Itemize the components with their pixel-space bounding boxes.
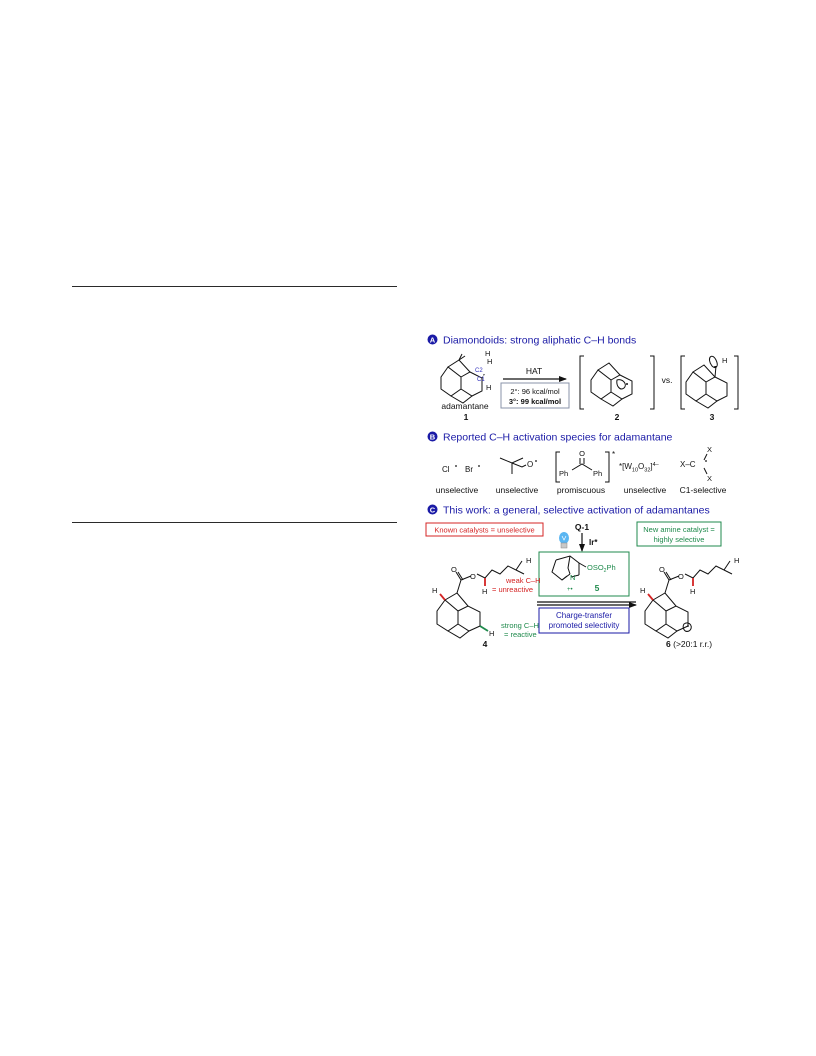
- chlorine-radical-dot: [455, 465, 457, 467]
- iridium-label: Ir*: [589, 538, 598, 547]
- catalyst-sulfonate-group: OSO2Ph: [587, 563, 616, 574]
- svg-text:C: C: [430, 505, 436, 514]
- benzophenone-excited-star: *: [612, 450, 615, 459]
- product-radical-dot: [687, 625, 689, 627]
- versus-label: vs.: [662, 375, 673, 385]
- adamantane-h-low: H: [486, 383, 491, 392]
- known-catalysts-label: Known catalysts = unselective: [434, 526, 534, 535]
- top-rule: [72, 286, 397, 287]
- adamantane-h-mid: H: [487, 357, 492, 366]
- panel-a-title: Diamondoids: strong aliphatic C–H bonds: [443, 335, 636, 347]
- weak-ch-line2: = unreactive: [492, 585, 533, 594]
- species-label-benzophenone: promiscuous: [557, 485, 605, 495]
- bde-tertiary: 3°: 99 kcal/mol: [509, 397, 561, 406]
- product-number-3: 3: [710, 412, 715, 422]
- hat-label: HAT: [526, 366, 542, 376]
- product-ester-oxygen: O: [678, 572, 684, 581]
- label-c1: C1: [477, 377, 485, 383]
- charge-transfer-line2: promoted selectivity: [549, 621, 620, 630]
- light-bulb-icon: [559, 532, 569, 549]
- product-h-side: H: [690, 587, 695, 596]
- panel-c: C This work: a general, selective activa…: [425, 504, 739, 649]
- trihalomethyl-radical-dot: [705, 460, 707, 462]
- substrate-h-side: H: [482, 587, 487, 596]
- catalyst-number-5: 5: [595, 583, 600, 593]
- middle-rule: [72, 522, 397, 523]
- panel-b: B Reported C–H activation species for ad…: [427, 431, 727, 495]
- catalyst-nitrogen: N: [570, 573, 575, 582]
- product-number-2: 2: [615, 412, 620, 422]
- substrate-ester-oxygen: O: [470, 572, 476, 581]
- svg-text:*[W10O32]4–: *[W10O32]4–: [619, 462, 660, 474]
- chlorine-radical: Cl: [442, 465, 450, 474]
- product-6-structure: [644, 560, 733, 639]
- product-carbonyl-oxygen: O: [659, 565, 665, 574]
- catalyst-radical-cation: +•: [567, 587, 573, 593]
- species-label-halogen: unselective: [436, 485, 479, 495]
- bde-secondary: 2°: 96 kcal/mol: [510, 387, 560, 396]
- panel-b-title: Reported C–H activation species for adam…: [443, 432, 673, 444]
- decatungstate-formula: *[W10O32]4–: [619, 462, 660, 474]
- new-catalyst-line1: New amine catalyst =: [643, 525, 715, 534]
- substrate-carbonyl-oxygen: O: [451, 565, 457, 574]
- tert-butoxy-structure: [499, 457, 527, 474]
- new-catalyst-box: [636, 521, 722, 547]
- benzophenone-oxygen: O: [579, 449, 585, 458]
- radical-dot-3: [714, 366, 716, 368]
- trihalomethyl-left: X–C: [680, 460, 696, 469]
- radical-3-h: H: [722, 356, 727, 365]
- known-catalysts-box: [425, 522, 544, 537]
- bromine-radical-dot: [478, 465, 480, 467]
- panel-b-badge: B: [427, 431, 438, 442]
- quinuclidine-label: Q-1: [575, 522, 589, 532]
- substrate-4-structure: [436, 560, 525, 639]
- species-label-alkoxy: unselective: [496, 485, 539, 495]
- benzophenone-ph-right: Ph: [593, 469, 602, 478]
- catalyst-5-structure: [551, 555, 587, 581]
- substrate-h-green: H: [489, 629, 494, 638]
- adamantane-h-top: H: [485, 349, 490, 358]
- tert-butoxy-radical-dot: [535, 460, 537, 462]
- strong-ch-line2: = reactive: [504, 630, 537, 639]
- svg-text:B: B: [430, 432, 436, 441]
- radical-2-structure: [579, 355, 655, 410]
- species-label-decatungstate: unselective: [624, 485, 667, 495]
- trihalomethyl-bottom: X: [707, 474, 712, 483]
- compound-number-1: 1: [464, 412, 469, 422]
- panel-a: A Diamondoids: strong aliphatic C–H bond…: [427, 334, 739, 422]
- panel-c-title: This work: a general, selective activati…: [443, 505, 710, 517]
- radical-dot-2: [626, 383, 628, 385]
- adamantane-structure: [440, 353, 486, 404]
- product-h-tail: H: [734, 556, 739, 565]
- product-caption: 6 (>20:1 r.r.): [666, 639, 712, 649]
- panel-c-badge: C: [427, 504, 438, 515]
- tert-butoxy-oxygen: O: [527, 460, 533, 469]
- trihalomethyl-structure: [703, 453, 708, 475]
- strong-ch-line1: strong C–H: [501, 621, 539, 630]
- bde-box: [500, 382, 570, 409]
- product-h-left: H: [640, 586, 645, 595]
- compound-name-adamantane: adamantane: [441, 401, 489, 411]
- substrate-h-left: H: [432, 586, 437, 595]
- panel-a-badge: A: [427, 334, 438, 345]
- substrate-h-tail: H: [526, 556, 531, 565]
- bromine-radical: Br: [465, 465, 473, 474]
- label-c2: C2: [475, 368, 483, 374]
- species-label-trihalomethyl: C1-selective: [680, 485, 727, 495]
- radical-3-structure: [680, 355, 739, 410]
- benzophenone-structure: [555, 451, 610, 483]
- charge-transfer-box: [538, 607, 630, 634]
- weak-ch-line1: weak C–H: [505, 576, 541, 585]
- trihalomethyl-top: X: [707, 445, 712, 454]
- catalyst-5-box: [538, 551, 630, 597]
- svg-text:A: A: [430, 335, 436, 344]
- substrate-number-4: 4: [483, 639, 488, 649]
- new-catalyst-line2: highly selective: [654, 535, 705, 544]
- charge-transfer-line1: Charge-transfer: [556, 611, 612, 620]
- benzophenone-ph-left: Ph: [559, 469, 568, 478]
